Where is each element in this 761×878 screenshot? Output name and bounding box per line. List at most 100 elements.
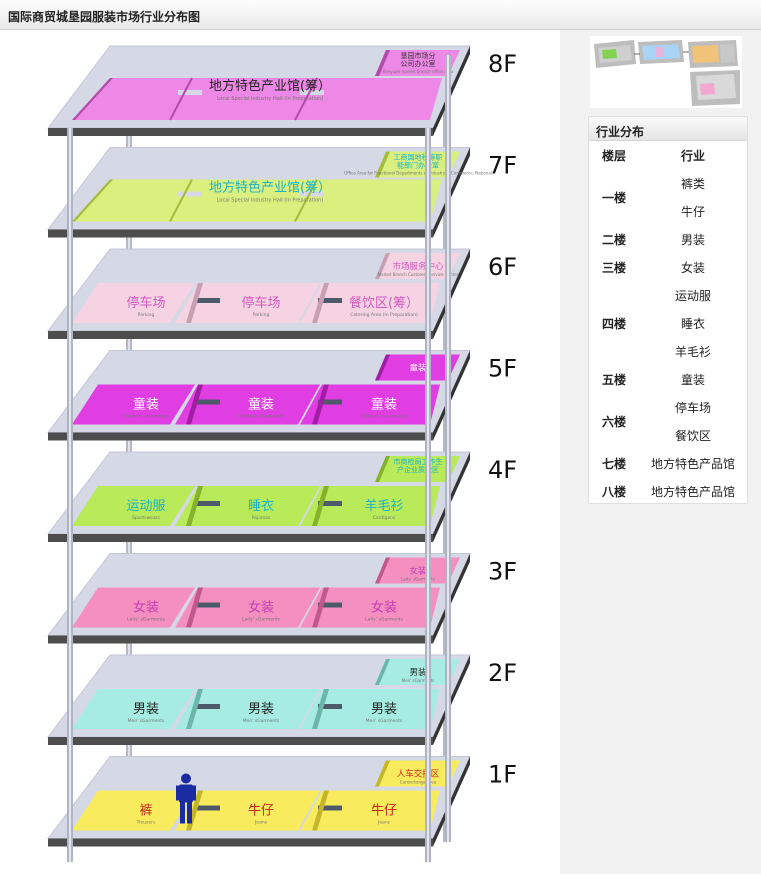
- corridor: [318, 805, 342, 811]
- hall-edge: [312, 283, 329, 323]
- hall-label: 男装: [133, 702, 159, 717]
- hall-label: 地方特色产业馆(筹）: [209, 78, 331, 94]
- floor-slab-side: [433, 46, 470, 136]
- hall-label: 停车场: [126, 295, 165, 311]
- floor-label: 8F: [488, 50, 517, 78]
- hall-label: 男装: [248, 702, 274, 717]
- hall-gap: [178, 90, 202, 95]
- corridor: [318, 704, 342, 709]
- floor-slab-side: [433, 655, 470, 745]
- corner-room: [375, 557, 460, 584]
- hall-1: [72, 689, 195, 729]
- corridor: [196, 704, 220, 709]
- header-floor: 楼层: [601, 148, 626, 163]
- floor-slab-side: [433, 756, 470, 847]
- hall-label: 羊毛衫: [364, 498, 403, 514]
- hall-label: 童装: [133, 397, 159, 413]
- minimap[interactable]: [590, 36, 742, 108]
- hall-3: [300, 587, 440, 628]
- corridor: [318, 399, 342, 405]
- industry-name: 睡衣: [680, 316, 705, 331]
- corner-label-en: Lady' sGarments: [401, 577, 435, 582]
- hall-label: 停车场: [241, 295, 280, 311]
- hall-label-en: Local Special Industry Hall (In Preparat…: [217, 96, 324, 102]
- hall-1: [72, 790, 195, 831]
- hall-label: 女装: [371, 600, 397, 616]
- hall-edge: [312, 587, 329, 628]
- hall-3: [300, 486, 440, 526]
- hall-label: 童装: [371, 397, 397, 413]
- floor-label: 4F: [488, 456, 517, 484]
- floor-7: 地方特色产业馆(筹）Local Special Industry Hall (I…: [46, 147, 517, 238]
- hall-label-en: Pajamas: [252, 515, 271, 521]
- person-arm: [176, 785, 179, 801]
- industry-floor: 八楼: [601, 484, 626, 499]
- person-body: [179, 784, 193, 803]
- hall-3: [300, 689, 440, 729]
- industry-floor: 一楼: [601, 190, 626, 205]
- hall-label-en: Lady' sGarments: [242, 617, 281, 623]
- floor-slab-side: [433, 553, 470, 644]
- corridor: [318, 501, 342, 506]
- floor-slab-side: [433, 350, 470, 441]
- industry-floor: 四楼: [601, 316, 626, 331]
- corner-room-edge: [375, 456, 390, 482]
- industry-panel: 行业分布 楼层 行业 一楼裤类牛仔二楼男装三楼女装运动服四楼睡衣羊毛衫五楼童装六…: [588, 116, 748, 504]
- hall-divider: [169, 179, 193, 222]
- floor-4: 运动服Sportswears睡衣Pajamas羊毛衫Cardigans市商检局工…: [46, 451, 517, 542]
- person-arm: [193, 785, 196, 801]
- industry-name: 羊毛衫: [674, 344, 711, 359]
- industry-row: 五楼童装: [589, 365, 747, 393]
- hall-label-en: Sportswears: [132, 515, 160, 521]
- hall-3: [300, 283, 440, 323]
- hall-label: 童装: [248, 397, 274, 413]
- corridor: [196, 602, 220, 608]
- corner-label: 产企业质检区: [397, 465, 439, 474]
- hall-1: [72, 486, 195, 526]
- front-pole-highlight: [69, 128, 71, 862]
- floor-slab-side: [433, 249, 470, 339]
- corner-label: 垦园市场分: [401, 51, 436, 60]
- floor-1: 裤Trousers牛仔Jeans牛仔Jeans人车交换区Carexchange …: [46, 756, 517, 847]
- corner-room-edge: [375, 50, 390, 76]
- industry-table-header: 楼层 行业: [589, 141, 747, 169]
- floor-label: 1F: [488, 761, 517, 789]
- industry-name: 女装: [680, 260, 705, 275]
- hall-label: 牛仔: [248, 804, 274, 819]
- corner-room: [375, 659, 460, 685]
- hall-edge: [186, 486, 203, 526]
- corridor: [318, 602, 342, 608]
- hall-1: [72, 179, 442, 222]
- industry-name: 牛仔: [680, 204, 705, 219]
- hall-label-en: Parking: [253, 312, 270, 318]
- corner-label: 能部门办公室: [397, 161, 439, 170]
- corridor: [196, 298, 220, 303]
- corner-room-edge: [375, 354, 390, 381]
- corner-label-en: Market Branch Customer Service Center: [378, 272, 459, 277]
- person-head: [181, 773, 191, 784]
- corner-label: 市场服务中心: [392, 261, 444, 272]
- title-bar: 国际商贸城垦园服装市场行业分布图: [0, 0, 761, 30]
- hall-label-en: Trousers: [136, 820, 156, 826]
- hall-label-en: Parking: [138, 312, 155, 318]
- hall-label-en: Lady' sGarments: [127, 617, 166, 623]
- floor-label: 5F: [488, 355, 517, 383]
- corridor: [196, 501, 220, 506]
- industry-row: 四楼 睡衣: [589, 309, 747, 337]
- minimap-middle-block: [638, 40, 684, 64]
- industry-row: 一楼裤类: [589, 169, 747, 205]
- hall-label-en: Catering Area (In Preparation): [350, 312, 418, 318]
- hall-label: 男装: [371, 702, 397, 717]
- corner-label: 女装: [409, 566, 427, 577]
- industry-row: 三楼女装: [589, 253, 747, 281]
- corner-room-edge: [375, 760, 390, 787]
- industry-row: 八楼地方特色产品馆: [589, 477, 747, 505]
- floor-label: 3F: [488, 558, 517, 586]
- floor-slab-side: [433, 147, 470, 238]
- corridor: [196, 805, 220, 811]
- person-icon: [176, 773, 196, 824]
- corner-label: 人车交换区: [397, 769, 440, 780]
- hall-2: [175, 283, 320, 323]
